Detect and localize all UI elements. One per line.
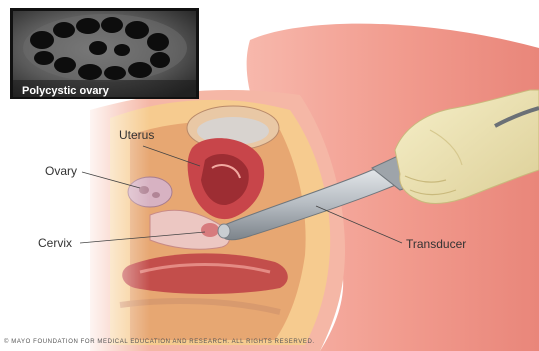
copyright-notice: © MAYO FOUNDATION FOR MEDICAL EDUCATION …	[4, 339, 315, 345]
inset-caption: Polycystic ovary	[22, 85, 109, 97]
label-uterus: Uterus	[119, 128, 154, 142]
label-ovary: Ovary	[45, 164, 77, 178]
label-cervix: Cervix	[38, 236, 72, 250]
label-transducer: Transducer	[406, 237, 466, 251]
